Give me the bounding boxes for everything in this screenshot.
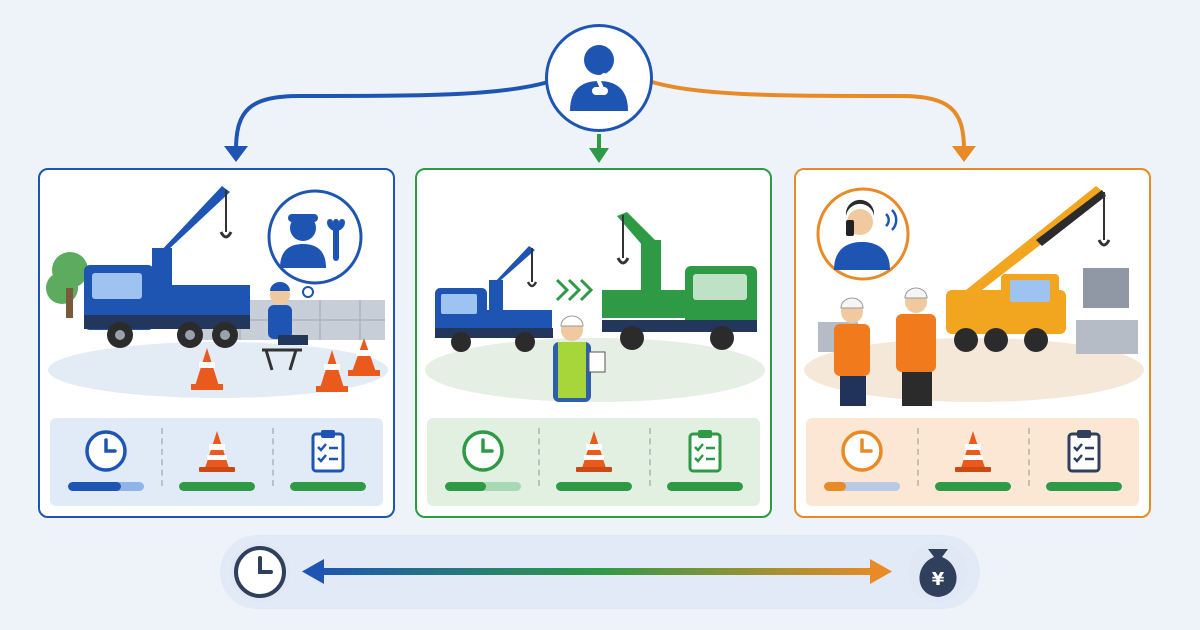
decision-maker-hub — [545, 24, 653, 132]
cone — [316, 350, 348, 392]
metric-checklist-clipboard — [272, 418, 383, 506]
level-bar-fill — [444, 482, 487, 491]
time-cost-tradeoff: ¥ — [220, 535, 980, 609]
metric-traffic-cone — [538, 418, 649, 506]
level-bar — [1045, 482, 1122, 491]
metric-clock — [50, 418, 161, 506]
option-panel-green — [415, 168, 772, 518]
metrics-strip — [427, 418, 760, 506]
crane-truck-with-waiting-operator-icon — [46, 186, 388, 398]
level-bar — [67, 482, 144, 491]
arrow-to-orange — [651, 80, 966, 151]
level-bar — [289, 482, 366, 491]
tradeoff-line — [318, 568, 874, 575]
option-panel-orange — [794, 168, 1151, 518]
level-bar-fill — [823, 482, 847, 491]
checklist-clipboard-icon — [311, 430, 344, 473]
level-bar-fill — [67, 482, 121, 491]
cone — [191, 348, 223, 390]
level-bar-fill — [934, 482, 1011, 491]
arrowhead-right — [870, 559, 892, 584]
metrics-strip — [50, 418, 383, 506]
option-panel-blue — [38, 168, 395, 518]
traffic-cone-icon — [198, 431, 235, 472]
arrowhead-left — [302, 559, 324, 584]
metric-checklist-clipboard — [649, 418, 760, 506]
clock-icon — [461, 430, 504, 472]
level-bar — [934, 482, 1011, 491]
checklist-clipboard-icon — [688, 430, 721, 473]
level-bar-fill — [1045, 482, 1122, 491]
tradeoff-graphic: ¥ — [230, 542, 968, 602]
metric-clock — [427, 418, 538, 506]
level-bar-fill — [555, 482, 632, 491]
clock-icon — [234, 546, 286, 598]
arrowhead-blue — [224, 146, 248, 162]
metrics-strip — [806, 418, 1139, 506]
arrowhead-green — [589, 148, 609, 163]
transfer-chevrons — [555, 278, 594, 302]
level-bar-fill — [289, 482, 366, 491]
level-bar — [444, 482, 521, 491]
traffic-cone-icon — [575, 431, 612, 472]
level-bar — [666, 482, 743, 491]
metric-traffic-cone — [917, 418, 1028, 506]
level-bar — [823, 482, 900, 491]
truck-to-truck-handover-icon — [425, 212, 765, 402]
money-bag-icon: ¥ — [919, 549, 957, 597]
crane-lifting-with-phone-call-icon — [804, 186, 1144, 406]
level-bar-fill — [178, 482, 255, 491]
metric-checklist-clipboard — [1028, 418, 1139, 506]
arrowhead-orange — [952, 146, 976, 162]
yen-symbol: ¥ — [932, 569, 945, 590]
arrow-to-blue — [234, 80, 549, 151]
thinking-person-icon — [570, 45, 628, 111]
clock-icon — [84, 430, 127, 472]
metric-traffic-cone — [161, 418, 272, 506]
checklist-clipboard-icon — [1067, 430, 1100, 473]
level-bar — [555, 482, 632, 491]
cone — [348, 338, 380, 376]
metric-clock — [806, 418, 917, 506]
clock-icon — [840, 430, 883, 472]
level-bar — [178, 482, 255, 491]
level-bar-fill — [666, 482, 743, 491]
traffic-cone-icon — [954, 431, 991, 472]
